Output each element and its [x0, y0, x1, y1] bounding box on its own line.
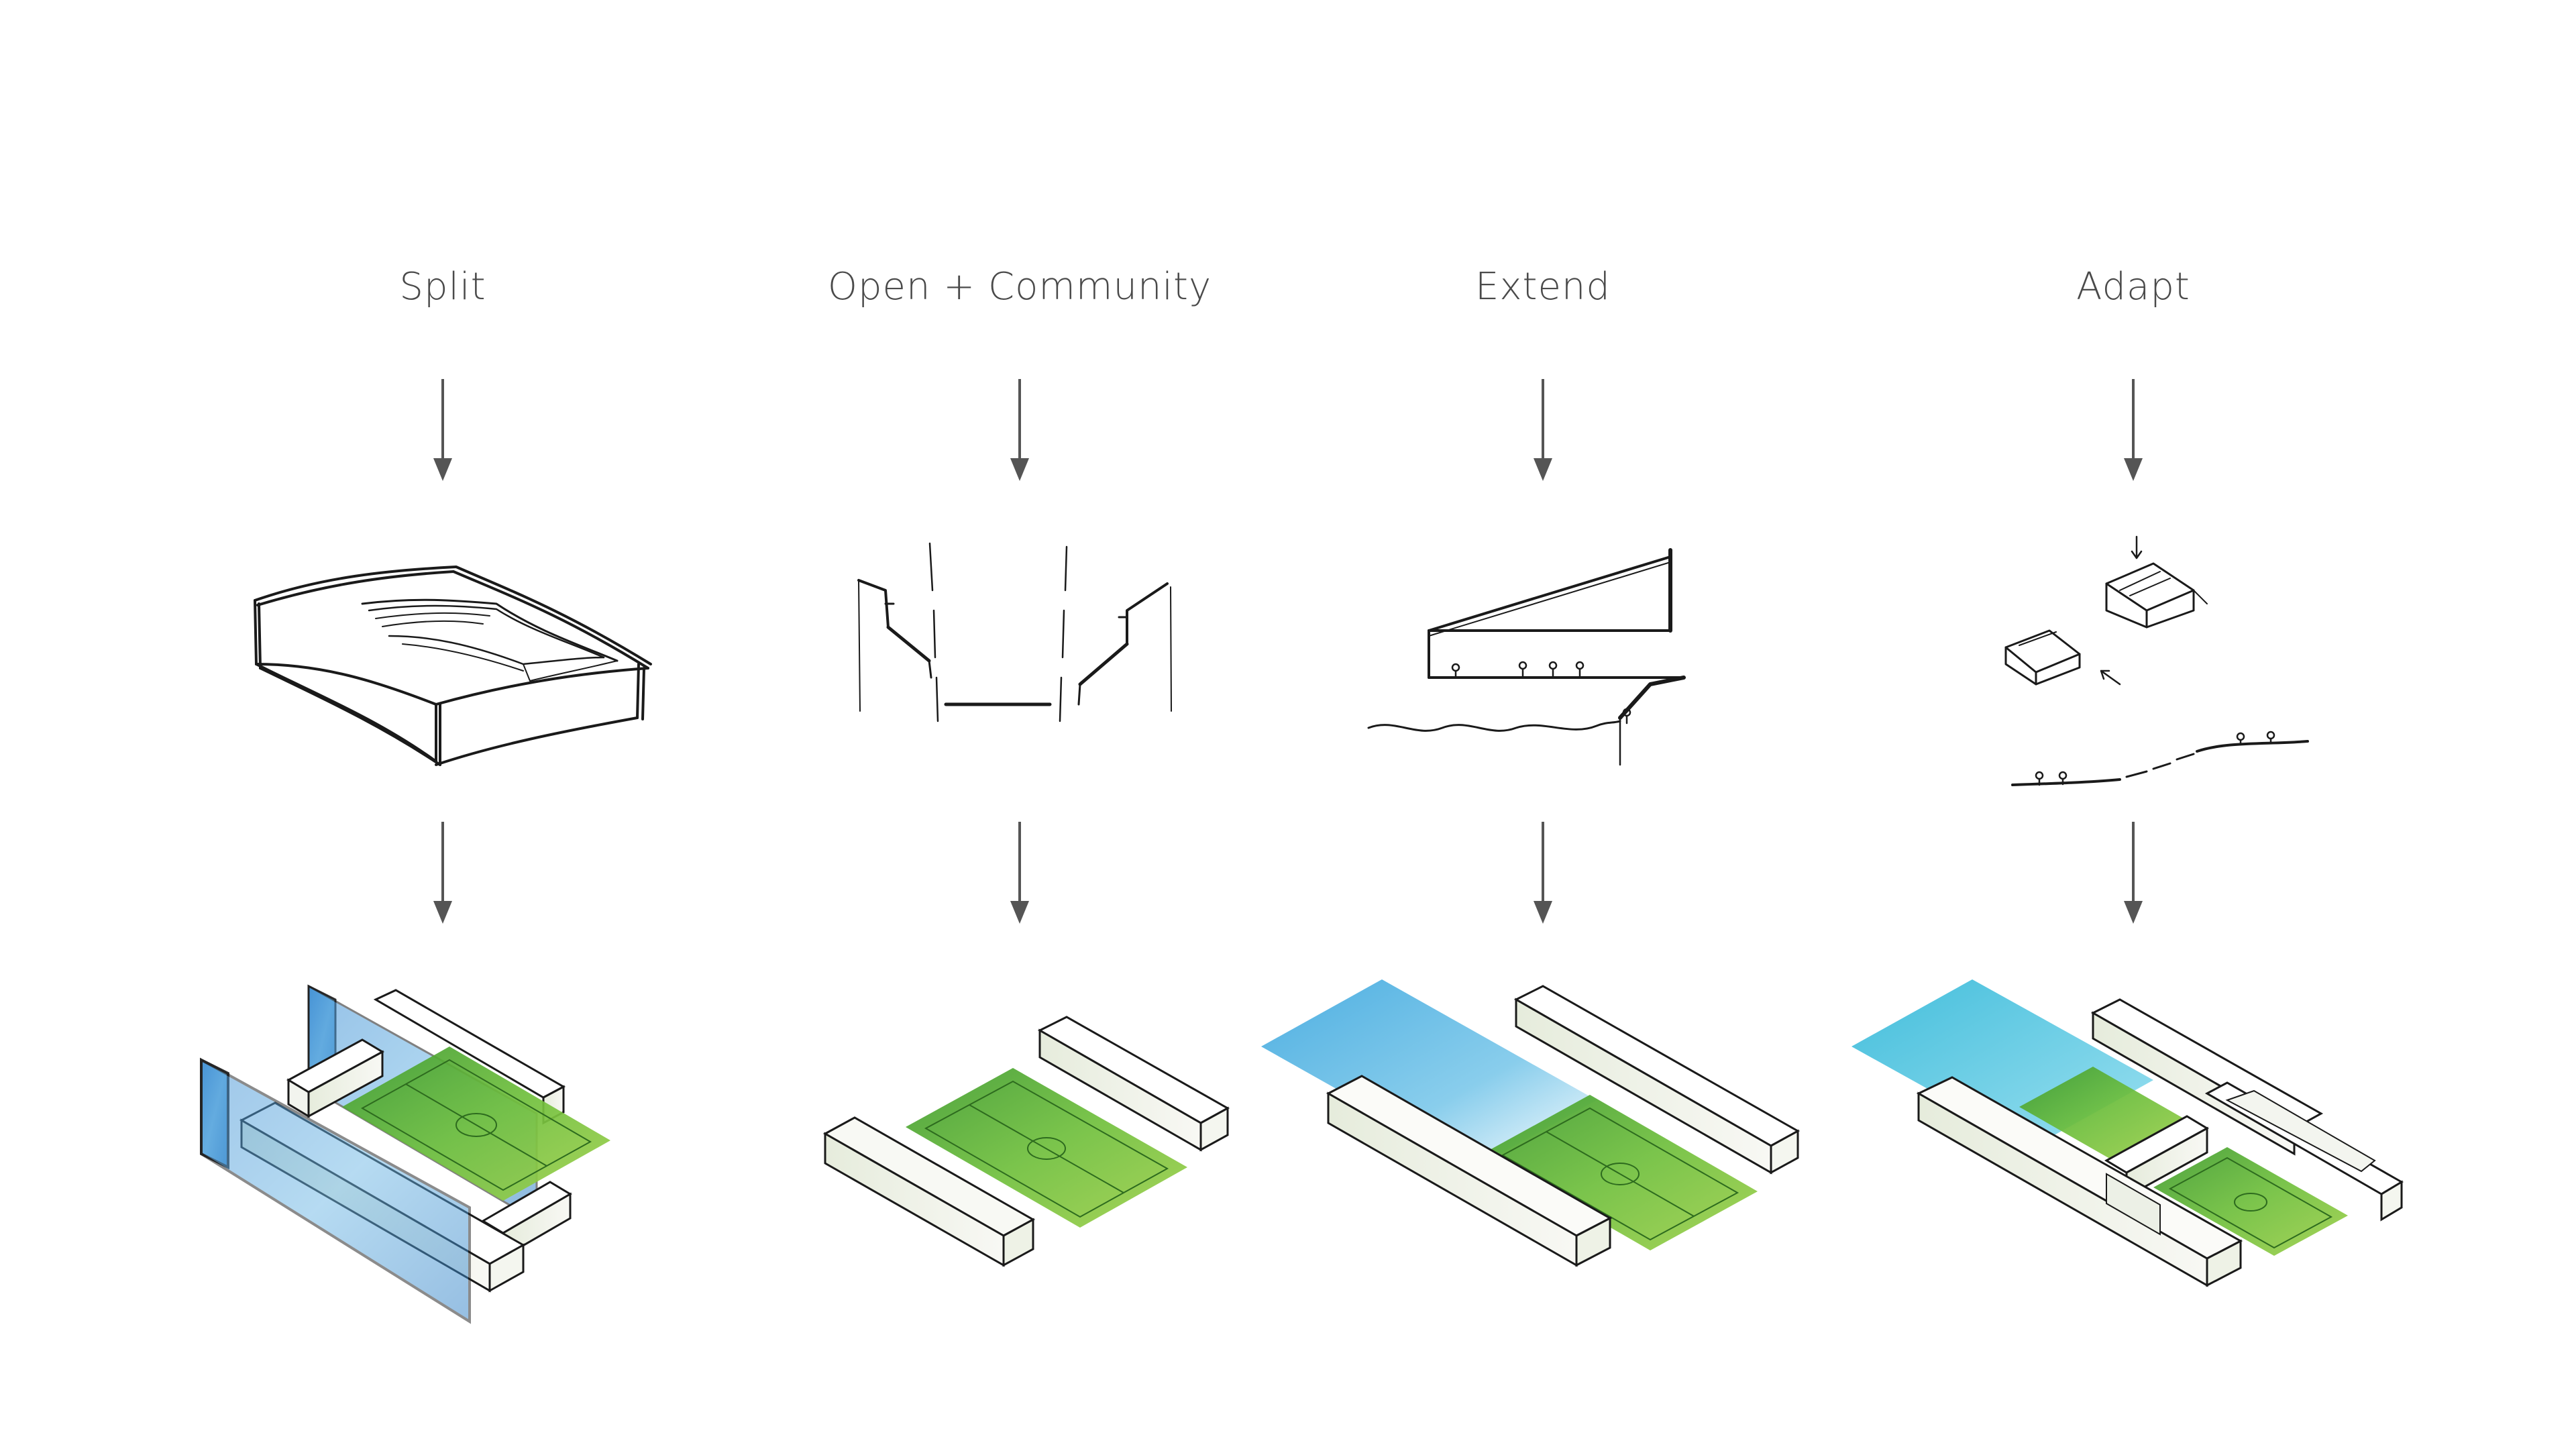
adapt-concept-sketch [2004, 535, 2309, 786]
open-community-isometric-model [822, 1016, 1230, 1267]
down-arrow-icon [2123, 820, 2144, 925]
down-arrow-icon [1009, 378, 1030, 482]
step-split: Split [200, 0, 684, 1449]
split-isometric-model [200, 984, 610, 1324]
extend-isometric-model [1261, 979, 1801, 1267]
down-arrow-icon [1009, 820, 1030, 925]
down-arrow-icon [2123, 378, 2144, 482]
adapt-isometric-model [1851, 979, 2404, 1287]
step-open-community: Open + Community [778, 0, 1261, 1449]
open-community-concept-sketch [857, 542, 1172, 722]
down-arrow-icon [1532, 820, 1554, 925]
step-adapt: Adapt [1851, 0, 2404, 1449]
step-title-open-community: Open + Community [827, 265, 1212, 309]
split-concept-sketch [254, 566, 652, 766]
down-arrow-icon [432, 820, 453, 925]
extend-concept-sketch [1367, 548, 1686, 766]
step-title-extend: Extend [1475, 265, 1611, 309]
down-arrow-icon [1532, 378, 1554, 482]
step-extend: Extend [1261, 0, 1801, 1449]
step-title-split: Split [399, 265, 486, 309]
step-title-adapt: Adapt [2076, 265, 2190, 309]
down-arrow-icon [432, 378, 453, 482]
